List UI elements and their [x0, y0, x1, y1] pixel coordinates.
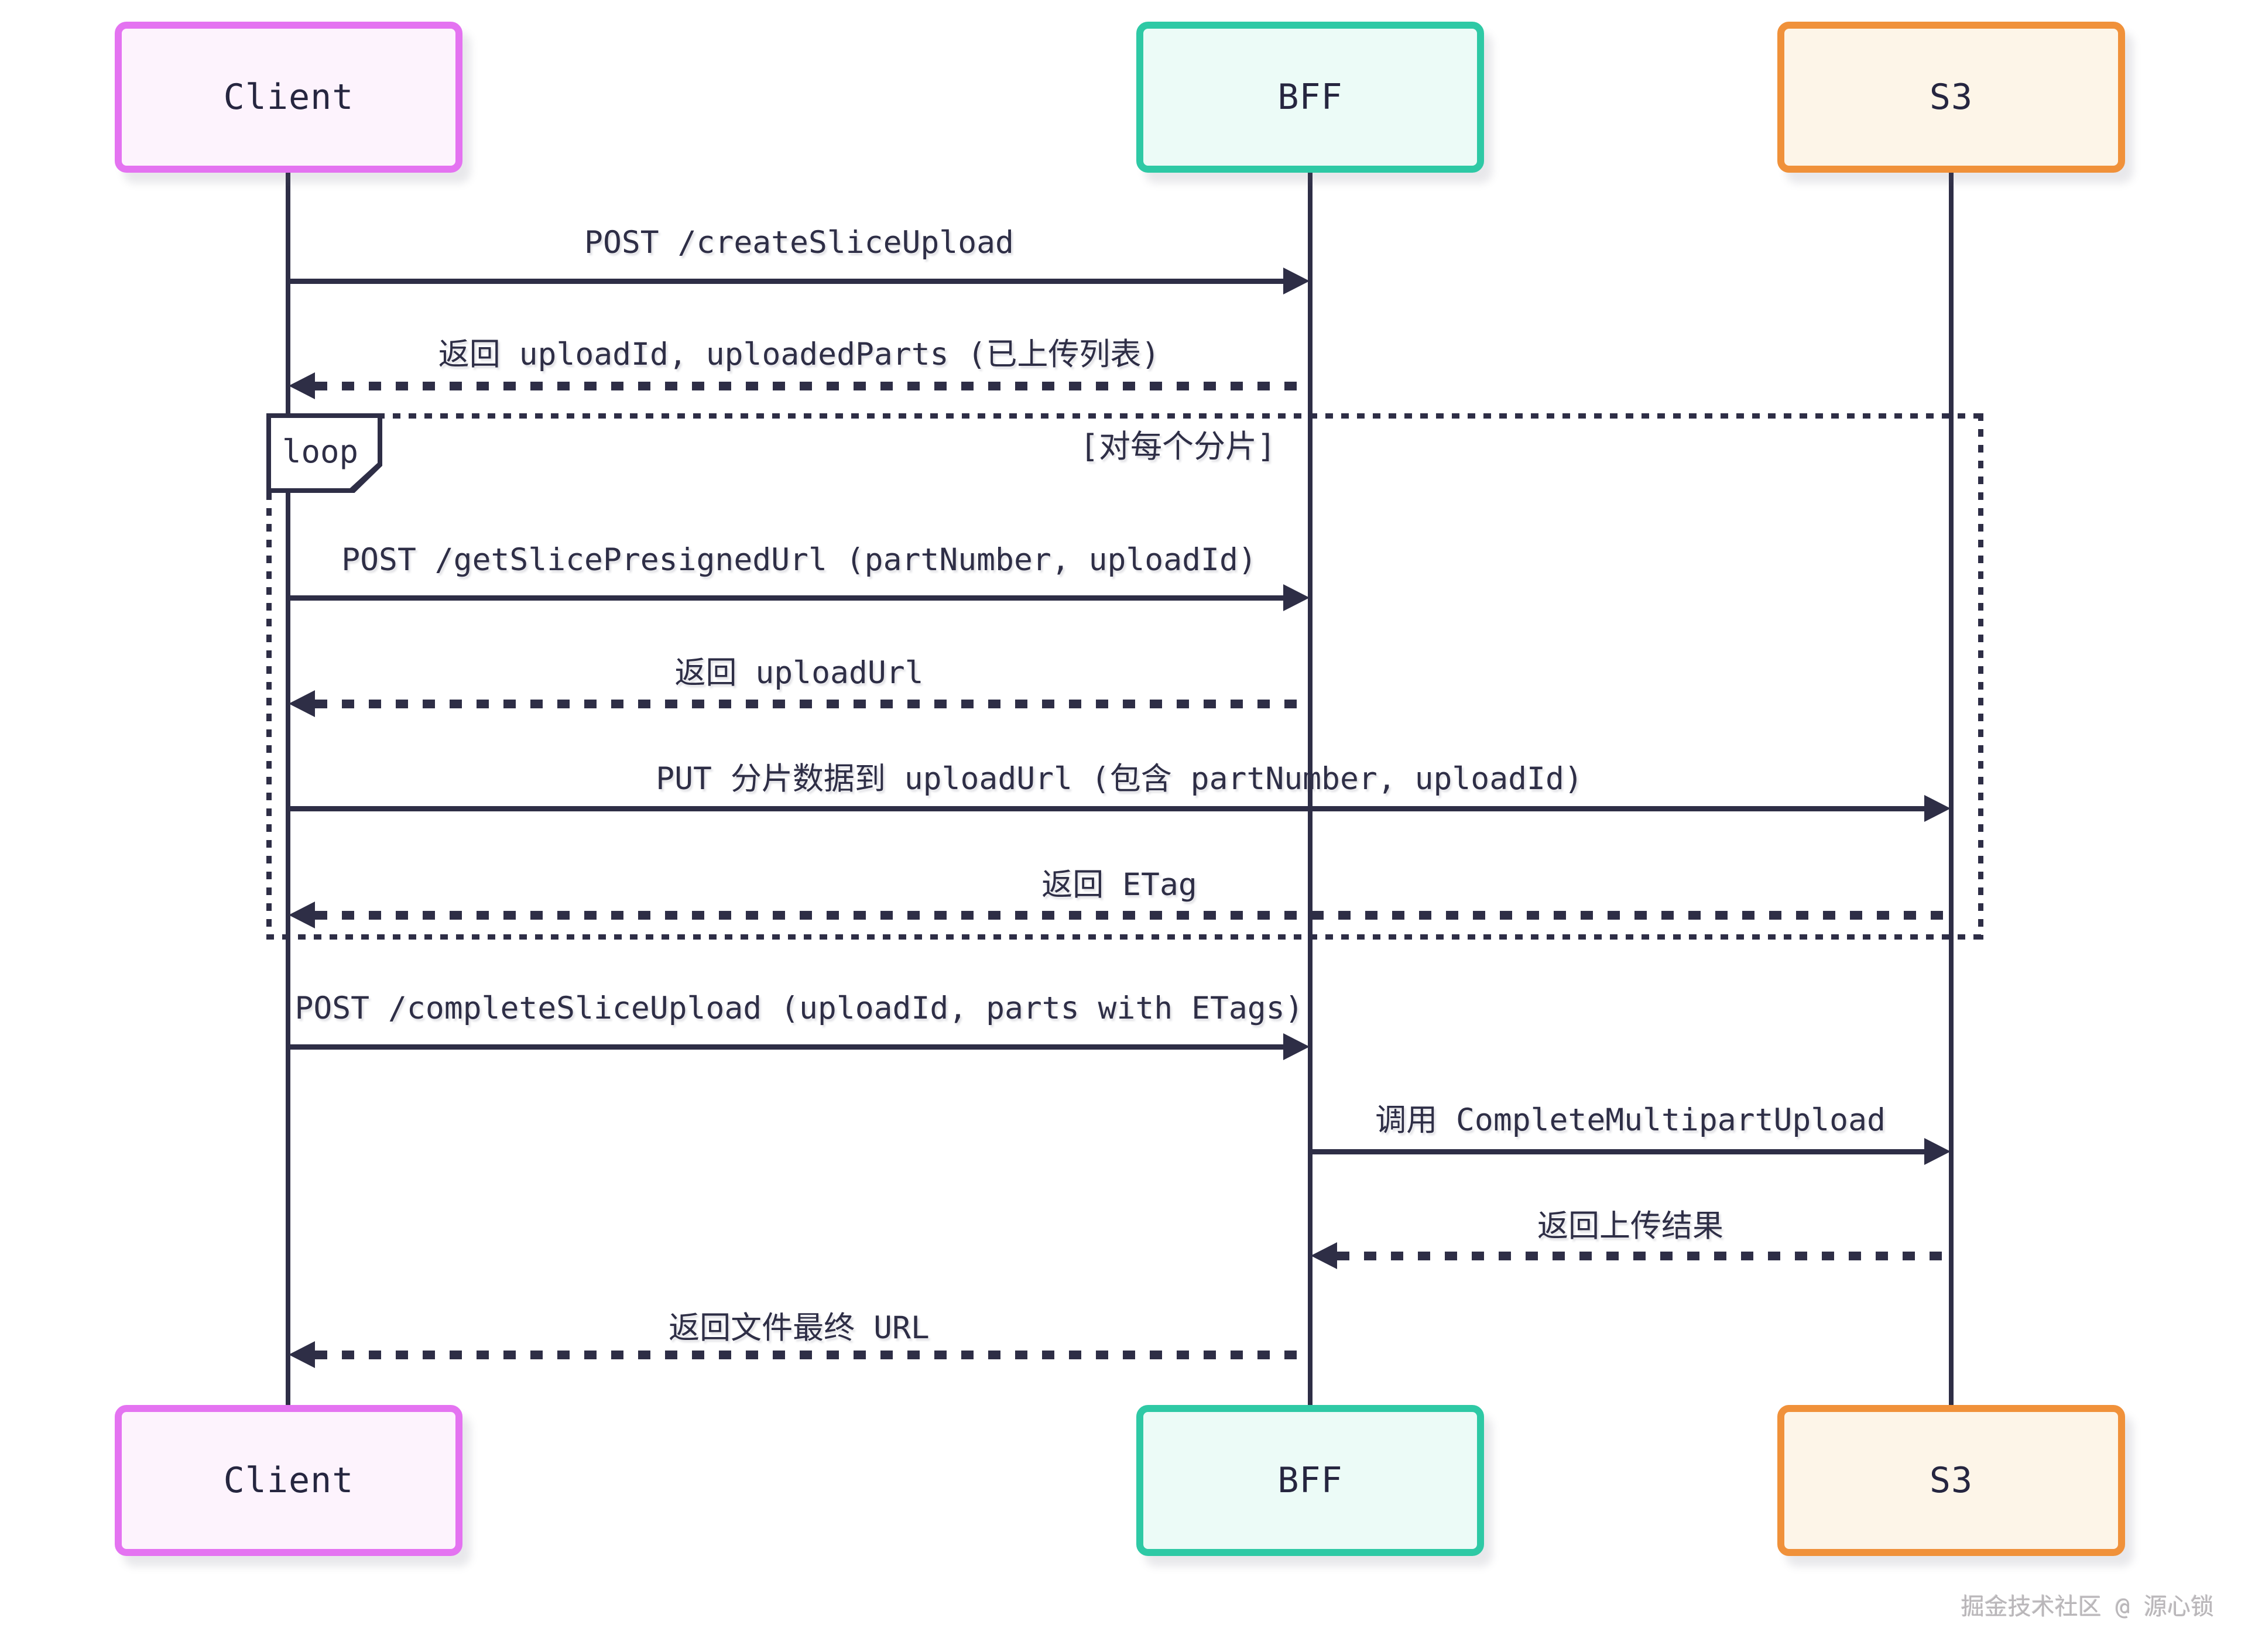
actor-client-top: Client	[115, 22, 462, 173]
message-label: 返回文件最终 URL	[669, 1310, 930, 1346]
loop-frame-edge-right	[1978, 413, 1983, 940]
arrowhead-left-icon	[289, 690, 315, 717]
message-label: POST /createSliceUpload	[584, 225, 1014, 261]
actor-label: S3	[1929, 77, 1973, 118]
message-label: 返回 ETag	[1041, 867, 1197, 903]
arrowhead-left-icon	[289, 902, 315, 928]
lifeline-bff	[1308, 170, 1313, 1407]
actor-label: BFF	[1277, 1460, 1343, 1501]
message-label: POST /getSlicePresignedUrl (partNumber, …	[341, 542, 1257, 578]
loop-frame-edge-top	[266, 413, 1983, 419]
arrow-line	[288, 806, 1924, 811]
arrow-line	[315, 1351, 1310, 1359]
lifeline-s3	[1949, 170, 1954, 1407]
message-label: 返回 uploadUrl	[674, 655, 924, 691]
message-label: PUT 分片数据到 uploadUrl (包含 partNumber, uplo…	[656, 761, 1583, 797]
lifeline-client	[286, 170, 290, 1407]
arrowhead-left-icon	[289, 372, 315, 399]
loop-frame-edge-bottom	[266, 934, 1983, 940]
arrowhead-left-icon	[289, 1341, 315, 1368]
actor-s3-top: S3	[1777, 22, 2125, 173]
arrow-line	[288, 279, 1283, 284]
arrow-line	[288, 595, 1283, 601]
watermark-text: 掘金技术社区 @ 源心锁	[1961, 1593, 2214, 1620]
loop-frame-edge-left	[266, 413, 272, 940]
loop-frame	[266, 413, 1983, 940]
arrow-line	[315, 700, 1310, 708]
loop-keyword-badge: loop	[266, 413, 382, 493]
actor-s3-bottom: S3	[1777, 1405, 2125, 1556]
arrowhead-right-icon	[1283, 268, 1310, 294]
loop-condition-label: [对每个分片]	[1080, 428, 1276, 465]
message-label: 返回上传结果	[1537, 1208, 1723, 1244]
actor-bff-bottom: BFF	[1136, 1405, 1484, 1556]
actor-label: Client	[223, 1460, 354, 1501]
arrow-line	[315, 382, 1310, 390]
arrow-line	[1337, 1252, 1951, 1260]
arrowhead-right-icon	[1924, 1138, 1951, 1165]
arrowhead-right-icon	[1283, 1033, 1310, 1060]
arrow-line	[1310, 1149, 1924, 1154]
message-label: 返回 uploadId, uploadedParts (已上传列表)	[438, 337, 1160, 372]
actor-label: BFF	[1277, 77, 1343, 118]
message-label: 调用 CompleteMultipartUpload	[1375, 1102, 1886, 1138]
loop-keyword-text: loop	[282, 433, 359, 470]
message-label: POST /completeSliceUpload (uploadId, par…	[294, 990, 1304, 1026]
arrowhead-right-icon	[1924, 795, 1951, 822]
actor-client-bottom: Client	[115, 1405, 462, 1556]
arrow-line	[288, 1044, 1283, 1050]
arrow-line	[315, 911, 1951, 920]
arrowhead-right-icon	[1283, 584, 1310, 611]
arrowhead-left-icon	[1311, 1242, 1337, 1269]
actor-label: Client	[223, 77, 354, 118]
actor-bff-top: BFF	[1136, 22, 1484, 173]
actor-label: S3	[1929, 1460, 1973, 1501]
